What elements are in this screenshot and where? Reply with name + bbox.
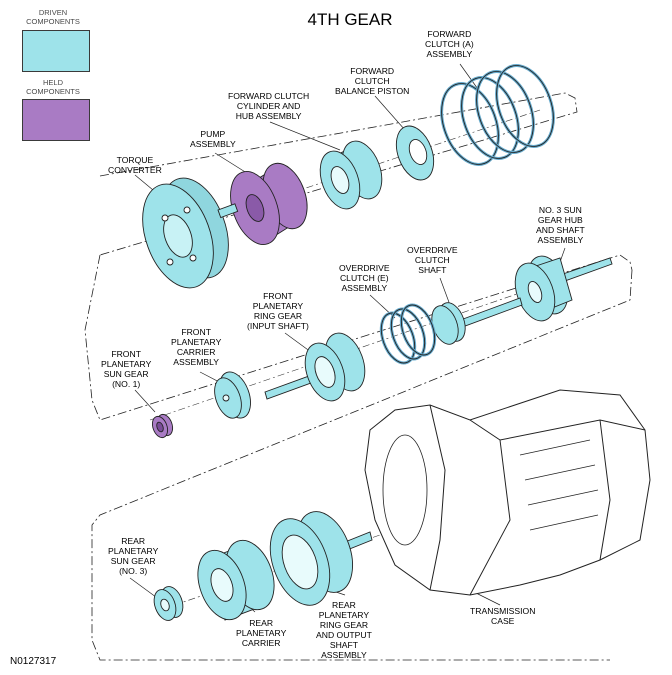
rear-planetary-carrier — [197, 539, 275, 621]
label-no3-sun-gear-hub: NO. 3 SUN GEAR HUB AND SHAFT ASSEMBLY — [536, 205, 585, 245]
forward-clutch-a-discs — [440, 64, 555, 166]
label-overdrive-clutch-shaft: OVERDRIVE CLUTCH SHAFT — [407, 245, 458, 275]
group-outline-lower — [91, 269, 633, 661]
overdrive-clutch-e-discs — [379, 303, 437, 365]
label-forward-clutch-cylinder: FORWARD CLUTCH CYLINDER AND HUB ASSEMBLY — [228, 91, 310, 121]
front-planetary-sun-gear — [151, 413, 174, 439]
diagram-title: 4TH GEAR — [307, 10, 393, 29]
pump-assembly — [230, 162, 308, 245]
label-torque-converter: TORQUE CONVERTER — [108, 155, 162, 175]
overdrive-clutch-shaft — [431, 297, 523, 345]
label-rear-planetary-ring-gear: REAR PLANETARY RING GEAR AND OUTPUT SHAF… — [316, 600, 372, 660]
forward-clutch-balance-piston — [395, 125, 435, 181]
torque-converter — [142, 177, 239, 289]
label-forward-clutch-balance-piston: FORWARD CLUTCH BALANCE PISTON — [335, 66, 410, 96]
transmission-case — [364, 389, 651, 596]
group-outline-middle — [84, 254, 633, 421]
rear-planetary-sun-gear — [153, 586, 184, 621]
label-front-planetary-ring-gear: FRONT PLANETARY RING GEAR (INPUT SHAFT) — [247, 291, 309, 331]
label-transmission-case: TRANSMISSION CASE — [470, 606, 536, 626]
legend-driven-label: DRIVEN COMPONENTS — [26, 8, 80, 26]
forward-clutch-cylinder — [319, 140, 383, 210]
label-pump-assembly: PUMP ASSEMBLY — [190, 129, 236, 149]
front-planetary-carrier — [214, 371, 251, 419]
rear-planetary-ring-gear — [269, 511, 373, 606]
legend-held-label: HELD COMPONENTS — [26, 78, 80, 96]
label-front-planetary-sun-gear: FRONT PLANETARY SUN GEAR (NO. 1) — [101, 349, 152, 389]
label-forward-clutch-a: FORWARD CLUTCH (A) ASSEMBLY — [425, 29, 474, 59]
front-planetary-ring-gear — [264, 332, 366, 402]
label-rear-planetary-carrier: REAR PLANETARY CARRIER — [236, 618, 287, 648]
legend-driven-swatch — [22, 30, 90, 72]
label-rear-planetary-sun-gear: REAR PLANETARY SUN GEAR (NO. 3) — [108, 536, 159, 576]
label-front-planetary-carrier: FRONT PLANETARY CARRIER ASSEMBLY — [171, 327, 222, 367]
figure-id: N0127317 — [10, 656, 57, 667]
legend-held-swatch — [22, 99, 90, 141]
no3-sun-gear-hub-shaft — [514, 255, 613, 322]
label-overdrive-clutch-e: OVERDRIVE CLUTCH (E) ASSEMBLY — [339, 263, 390, 293]
